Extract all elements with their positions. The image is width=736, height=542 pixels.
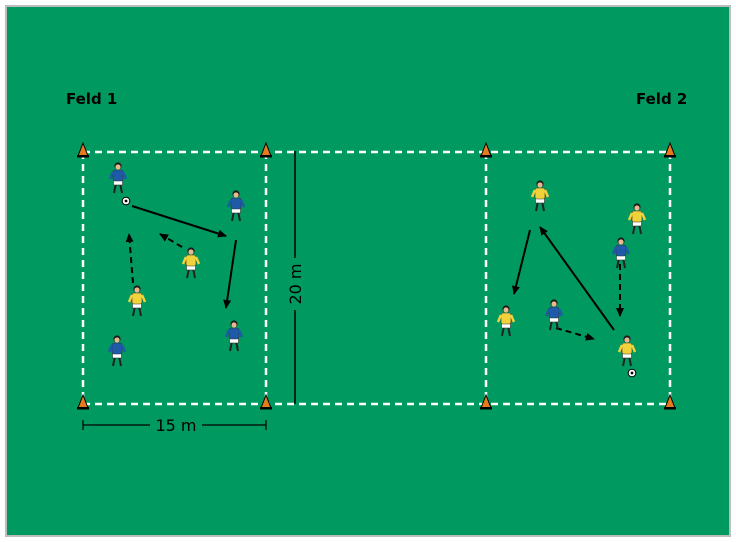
ball-icon — [628, 369, 636, 377]
field-2-label: Feld 2 — [636, 90, 687, 108]
width-dimension-label: 15 m — [155, 416, 196, 435]
ball-icon — [122, 197, 130, 205]
pitch-background — [6, 6, 730, 536]
field-1-label: Feld 1 — [66, 90, 117, 108]
height-dimension-label: 20 m — [286, 263, 305, 304]
